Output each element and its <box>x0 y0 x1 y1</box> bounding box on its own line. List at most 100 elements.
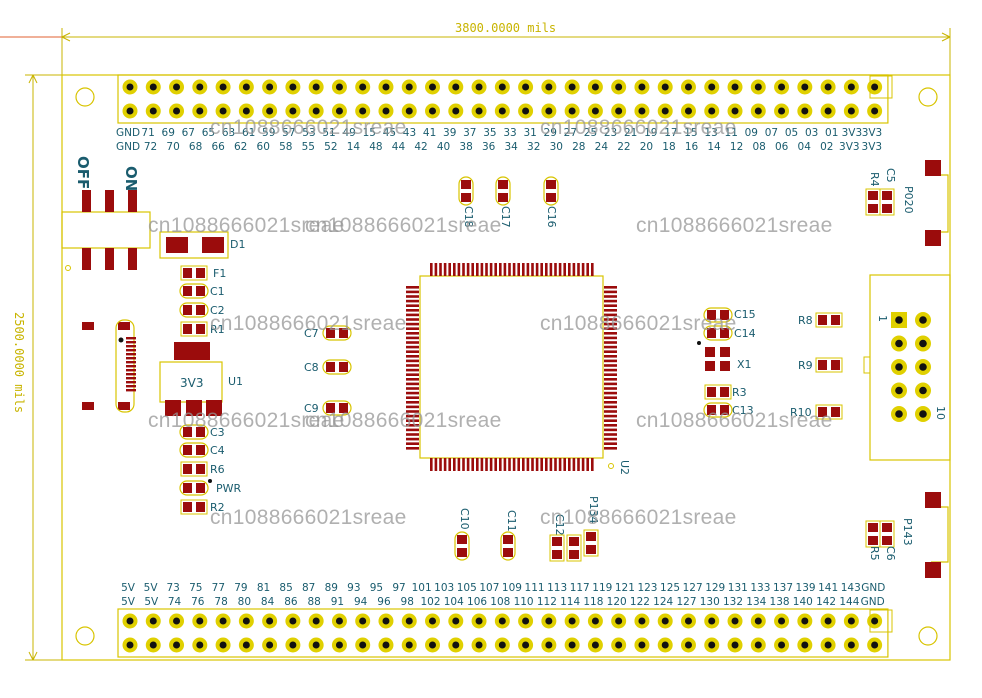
switch-pad <box>128 190 137 212</box>
pin1-marker <box>869 609 893 633</box>
top-pin-label: 43 <box>403 127 416 139</box>
u2-pin <box>540 263 543 276</box>
bottom-pin-label: 73 <box>166 582 179 594</box>
u2-pin <box>443 263 447 276</box>
bottom-header-hole <box>359 641 367 649</box>
x1-pad <box>705 347 715 357</box>
u2-pin <box>453 458 456 471</box>
bottom-pin-label: 139 <box>796 582 816 594</box>
bottom-header-hole <box>382 617 390 625</box>
u2-pin <box>406 424 419 427</box>
top-pin-label: 39 <box>443 127 456 139</box>
u2-pin <box>406 309 419 312</box>
bottom-pin-label: 79 <box>234 582 247 594</box>
u2-pin <box>604 387 617 390</box>
top-header-hole <box>824 107 832 115</box>
r4-pad <box>868 204 878 213</box>
bottom-header-hole <box>219 641 227 649</box>
watermark: cn1088666021sreae <box>540 116 737 139</box>
top-pin-label: 44 <box>392 141 406 153</box>
label-c8: C8 <box>304 361 319 374</box>
bottom-header-hole <box>498 617 506 625</box>
bottom-header-outline <box>117 608 889 658</box>
c9-pad <box>326 403 335 413</box>
x1-pad <box>720 347 730 357</box>
bottom-pin-label: 112 <box>537 596 557 608</box>
bottom-pin-label: 131 <box>728 582 748 594</box>
u1-tab <box>174 342 210 360</box>
u2-pin <box>545 263 548 276</box>
label-c9: C9 <box>304 402 319 415</box>
c13-pad <box>707 405 716 415</box>
bottom-pin-label: 121 <box>615 582 635 594</box>
u2-pin <box>604 350 617 353</box>
u2-pin <box>604 373 617 376</box>
u2-pin <box>522 263 525 276</box>
top-header-hole <box>266 107 274 115</box>
top-pin-label: 27 <box>564 127 577 139</box>
top-header-hole <box>335 83 343 91</box>
top-header-hole <box>871 83 879 91</box>
watermark: cn1088666021sreae <box>540 312 737 335</box>
top-pin-label: 53 <box>302 127 315 139</box>
bottom-header-hole <box>754 641 762 649</box>
label-u1-body: 3V3 <box>180 376 204 390</box>
bottom-pin-label: 87 <box>302 582 315 594</box>
bottom-pin-label: 103 <box>434 582 454 594</box>
height-dimension-label: 2500.0000 mils <box>12 312 26 414</box>
top-pin-label: 15 <box>684 127 697 139</box>
u2-pin <box>604 295 617 298</box>
u2-pin <box>604 309 617 312</box>
u1-pad <box>206 400 222 416</box>
watermark: cn1088666021sreae <box>636 214 833 237</box>
r9-pad <box>831 360 840 370</box>
u2-pin <box>604 437 617 441</box>
u2-pin <box>563 263 566 276</box>
c3-outline <box>179 424 209 440</box>
u2-pin <box>577 263 580 276</box>
label-pwr: PWR <box>216 482 242 495</box>
u2-pin <box>406 391 419 395</box>
u2-pin <box>604 304 617 307</box>
label-c3: C3 <box>210 426 225 439</box>
bottom-header-hole <box>522 617 530 625</box>
r6-pad <box>196 464 205 474</box>
u2-pin <box>512 458 516 471</box>
label-u2: U2 <box>618 460 631 476</box>
x1-pad <box>720 361 730 371</box>
top-header-hole <box>452 107 460 115</box>
u2-pin <box>604 396 617 399</box>
top-header-hole <box>173 83 181 91</box>
label-c2: C2 <box>210 304 225 317</box>
top-header-outline <box>117 74 889 124</box>
u2-pin <box>545 458 548 471</box>
u2-pin <box>604 332 617 335</box>
c12-outline <box>549 534 565 562</box>
label-d1: D1 <box>230 238 246 251</box>
bottom-pin-label: 141 <box>818 582 838 594</box>
top-header-hole <box>405 83 413 91</box>
top-pin-label: 07 <box>765 127 778 139</box>
top-header-hole <box>196 107 204 115</box>
label-c15: C15 <box>734 308 756 321</box>
bottom-pin-label: 143 <box>841 582 861 594</box>
label-r10: R10 <box>790 406 812 419</box>
x1-dot <box>697 341 701 345</box>
jtag-hole <box>895 386 903 395</box>
usb-pin <box>126 373 136 376</box>
top-pin-label: 59 <box>262 127 275 139</box>
u2-pin <box>406 286 419 289</box>
pin1-marker <box>869 75 893 99</box>
u2-pin <box>604 419 617 422</box>
u2-pin <box>591 263 594 276</box>
bottom-header-hole <box>312 641 320 649</box>
top-header-hole <box>196 83 204 91</box>
top-pin-label: 12 <box>730 141 743 153</box>
top-header-hole <box>801 83 809 91</box>
r8-outline <box>815 312 843 328</box>
u2-pin <box>462 458 465 471</box>
c14-pad <box>707 328 716 338</box>
top-header-hole <box>731 107 739 115</box>
c8-pad <box>326 362 335 372</box>
c9-outline <box>322 400 352 416</box>
